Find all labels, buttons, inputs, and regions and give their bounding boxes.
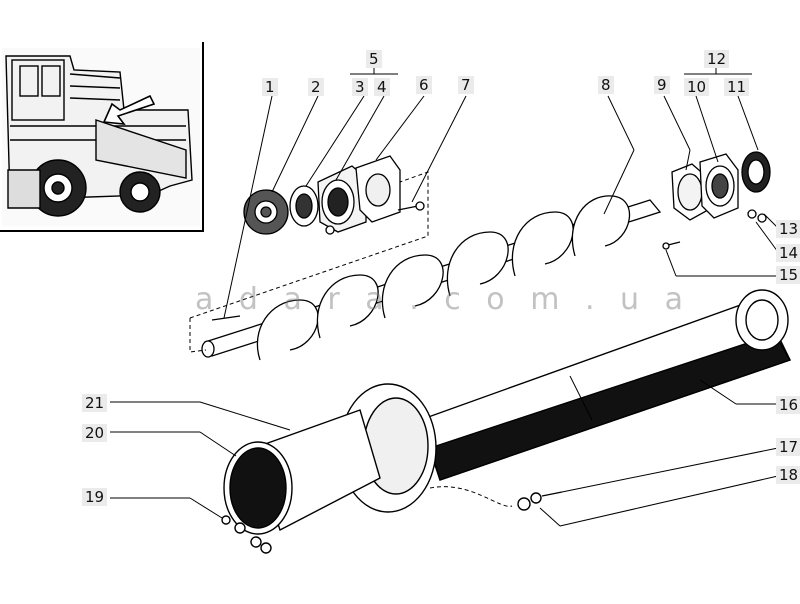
part-label-9: 9 (654, 76, 670, 94)
part-label-14: 14 (776, 244, 800, 262)
auger-shaft (201, 195, 662, 361)
auger-tube (221, 289, 792, 554)
part-label-13: 13 (776, 220, 800, 238)
part-label-7: 7 (458, 76, 474, 94)
part-label-1: 1 (262, 78, 278, 96)
part-label-6: 6 (416, 76, 432, 94)
part-label-20: 20 (82, 424, 108, 442)
part-label-19: 19 (82, 488, 108, 506)
part-label-16: 16 (776, 396, 800, 414)
part-label-11: 11 (724, 78, 750, 96)
combine-harvester-inset (2, 48, 200, 226)
part-label-2: 2 (308, 78, 324, 96)
watermark: a d a r a . c o m . u a (195, 282, 691, 317)
part-label-4: 4 (374, 78, 390, 96)
part-label-12: 12 (704, 50, 730, 68)
part-label-15: 15 (776, 266, 800, 284)
part-label-5: 5 (366, 50, 382, 68)
part-label-8: 8 (598, 76, 614, 94)
leader-lines (110, 66, 779, 527)
right-bearing-assembly (662, 151, 771, 250)
part-label-10: 10 (684, 78, 710, 96)
inset-frame (0, 42, 204, 232)
assembly-guide-lines (189, 171, 513, 507)
part-label-21: 21 (82, 394, 108, 412)
part-label-17: 17 (776, 438, 800, 456)
part-label-18: 18 (776, 466, 800, 484)
left-bearing-assembly (243, 155, 425, 235)
part-label-3: 3 (352, 78, 368, 96)
